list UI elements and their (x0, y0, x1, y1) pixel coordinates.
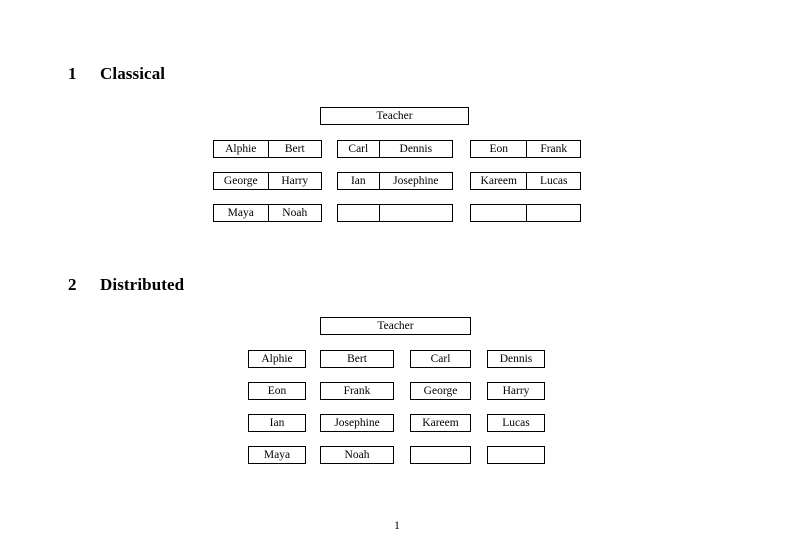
name-cell: Harry (281, 175, 309, 187)
name-box-empty (487, 446, 545, 464)
name-cell: Bert (284, 143, 305, 155)
table-row: Ian Josephine (337, 172, 453, 190)
name-cell-empty (471, 205, 528, 221)
name-cell: Frank (540, 143, 568, 155)
name-cell: George (214, 173, 269, 189)
name-box: Noah (320, 446, 394, 464)
name-cell: Alphie (214, 141, 269, 157)
name-cell: Eon (471, 141, 528, 157)
name-cell: Maya (214, 205, 269, 221)
table-row (470, 204, 581, 222)
name-box: Kareem (410, 414, 471, 432)
table-row: Carl Dennis (337, 140, 453, 158)
name-box: Harry (487, 382, 545, 400)
name-cell: Kareem (471, 173, 528, 189)
name-cell: Ian (338, 173, 380, 189)
name-cell-empty (338, 205, 380, 221)
name-box: Frank (320, 382, 394, 400)
page-number: 1 (394, 520, 400, 532)
section-number: 2 (68, 275, 77, 294)
name-cell: Carl (338, 141, 380, 157)
name-box: Eon (248, 382, 306, 400)
name-box: Alphie (248, 350, 306, 368)
name-box: Lucas (487, 414, 545, 432)
name-box: Bert (320, 350, 394, 368)
name-box: George (410, 382, 471, 400)
teacher-box-classical: Teacher (320, 107, 469, 125)
name-box: Josephine (320, 414, 394, 432)
name-cell: Lucas (540, 175, 568, 187)
name-cell: Noah (282, 207, 308, 219)
table-row: Eon Frank (470, 140, 581, 158)
section-title: Distributed (100, 275, 185, 294)
name-box: Carl (410, 350, 471, 368)
name-cell: Josephine (393, 175, 439, 187)
name-cell: Dennis (399, 143, 433, 155)
table-row (337, 204, 453, 222)
name-box: Dennis (487, 350, 545, 368)
name-box: Ian (248, 414, 306, 432)
table-row: George Harry (213, 172, 322, 190)
name-cell-empty (380, 205, 452, 221)
section-heading-classical: 1 Classical (68, 64, 165, 84)
table-row: Maya Noah (213, 204, 322, 222)
section-number: 1 (68, 64, 77, 83)
table-row: Kareem Lucas (470, 172, 581, 190)
name-box-empty (410, 446, 471, 464)
section-heading-distributed: 2 Distributed (68, 275, 184, 295)
section-title: Classical (100, 64, 166, 83)
table-row: Alphie Bert (213, 140, 322, 158)
name-box: Maya (248, 446, 306, 464)
name-cell-empty (527, 205, 580, 221)
teacher-box-distributed: Teacher (320, 317, 471, 335)
